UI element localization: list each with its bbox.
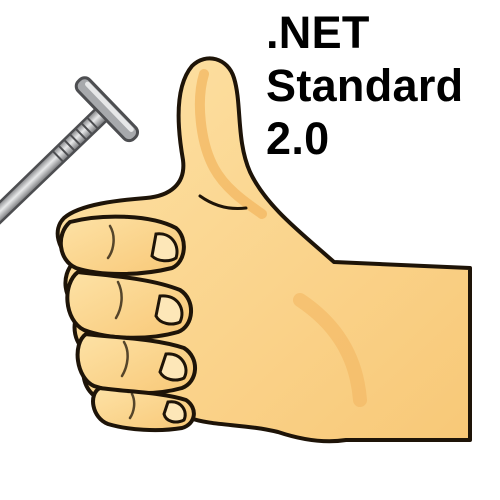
title-line-version: 2.0: [266, 113, 330, 164]
nail-little: [162, 400, 187, 424]
nail-ring: [158, 352, 188, 382]
title-line-standard: Standard: [266, 60, 464, 111]
nail-icon: [0, 76, 140, 362]
title-text: .NET Standard 2.0: [266, 6, 496, 165]
title-line-net: .NET: [266, 7, 370, 58]
nail-grip-rings: [51, 116, 99, 163]
nail-index: [150, 232, 179, 263]
hand-shadow: [293, 293, 367, 407]
thumbs-up-hand-icon: [55, 56, 472, 444]
knuckle-lines: [106, 224, 136, 420]
thumb-shading: [194, 69, 267, 219]
nail-middle: [154, 294, 184, 326]
finger-index: [58, 214, 186, 276]
thumb-crease: [198, 194, 248, 210]
nail-shank: [0, 107, 108, 362]
